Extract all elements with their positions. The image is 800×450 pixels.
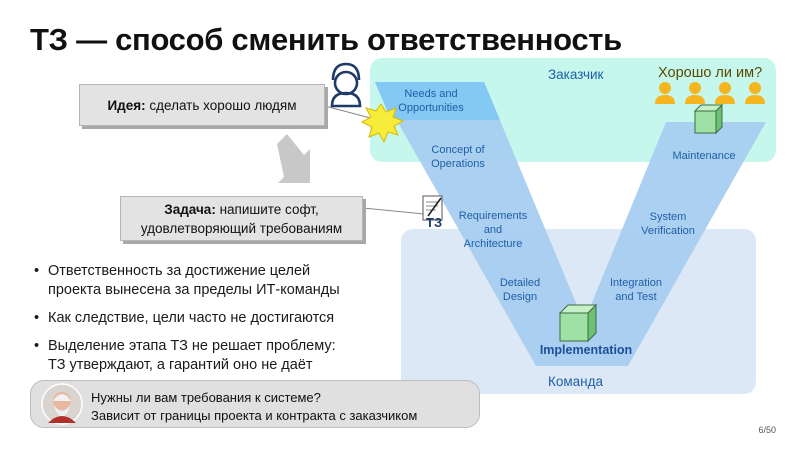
speaker-callout: Нужны ли вам требования к системе? Завис… <box>30 380 480 428</box>
task-text-line2: удовлетворяющий требованиям <box>140 220 343 236</box>
callout-answer: Зависит от границы проекта и контракта с… <box>91 408 418 423</box>
tz-label: ТЗ <box>426 215 443 230</box>
bullet-list: Ответственность за достижение целейпроек… <box>34 262 394 384</box>
starburst-icon <box>360 103 405 144</box>
person-icon <box>745 82 765 104</box>
product-cube-icon <box>693 103 724 135</box>
v-label-maintenance: Maintenance <box>672 150 736 162</box>
task-label: Задача: <box>164 201 216 217</box>
person-icon <box>715 82 735 104</box>
task-box: Задача: напишите софт, удовлетворяющий тр… <box>120 196 363 241</box>
bullet-item: Ответственность за достижение целейпроек… <box>34 262 394 300</box>
customers-group-icon <box>655 82 765 104</box>
callout-text: Нужны ли вам требования к системе? Завис… <box>91 389 417 425</box>
implementation-cube-icon <box>558 303 598 343</box>
customer-question: Хорошо ли им? <box>658 65 763 81</box>
person-icon <box>685 82 705 104</box>
team-label: Команда <box>548 374 604 389</box>
person-icon <box>655 82 675 104</box>
bullet-item: Как следствие, цели часто не достигаются <box>34 309 394 328</box>
down-arrow-icon <box>277 134 310 183</box>
bullet-item: Выделение этапа ТЗ не решает проблему:ТЗ… <box>34 337 394 375</box>
idea-text: сделать хорошо людям <box>145 97 297 113</box>
customer-label: Заказчик <box>548 67 604 82</box>
document-icon <box>422 195 443 221</box>
v-needs-band <box>375 82 500 120</box>
v-label-implementation: Implementation <box>539 343 633 357</box>
speaker-avatar <box>41 383 83 425</box>
task-text-line1: напишите софт, <box>215 201 319 217</box>
idea-box: Идея: сделать хорошо людям <box>79 84 325 126</box>
slide-title: ТЗ — способ сменить ответственность <box>30 22 622 57</box>
page-number: 6/50 <box>758 425 776 435</box>
task-connector <box>362 207 425 215</box>
customer-avatar-icon <box>330 62 362 108</box>
v-model-shape <box>375 82 766 366</box>
idea-label: Идея: <box>107 97 146 113</box>
callout-question: Нужны ли вам требования к системе? <box>91 390 321 405</box>
